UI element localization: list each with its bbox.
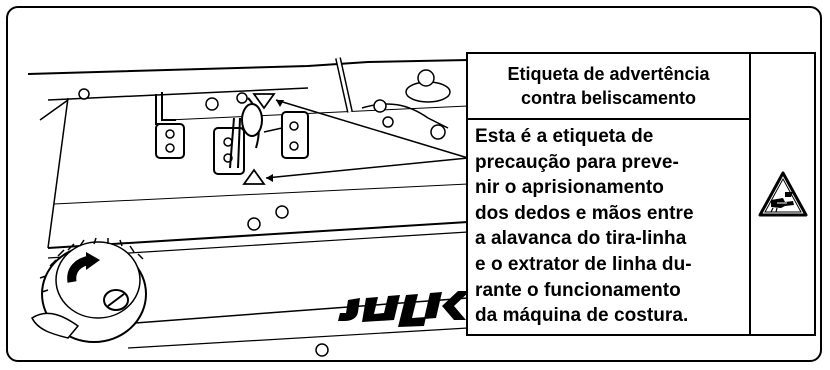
warning-label-box: Etiqueta de advertência contra beliscame… (466, 52, 816, 336)
label-title: Etiqueta de advertência contra beliscame… (507, 64, 710, 108)
label-icon-cell (751, 54, 814, 334)
hand-pinch-warning-icon (758, 171, 807, 217)
rotation-arrow-icon (67, 252, 100, 283)
label-body-text: Esta é a etiqueta de precaução para prev… (475, 126, 694, 327)
label-title-cell: Etiqueta de advertência contra beliscame… (468, 54, 751, 120)
illustration-frame: Etiqueta de advertência contra beliscame… (6, 6, 822, 362)
sewing-machine-illustration (27, 57, 470, 357)
label-body-cell: Esta é a etiqueta de precaução para prev… (468, 120, 751, 334)
brand-logo (338, 291, 470, 327)
